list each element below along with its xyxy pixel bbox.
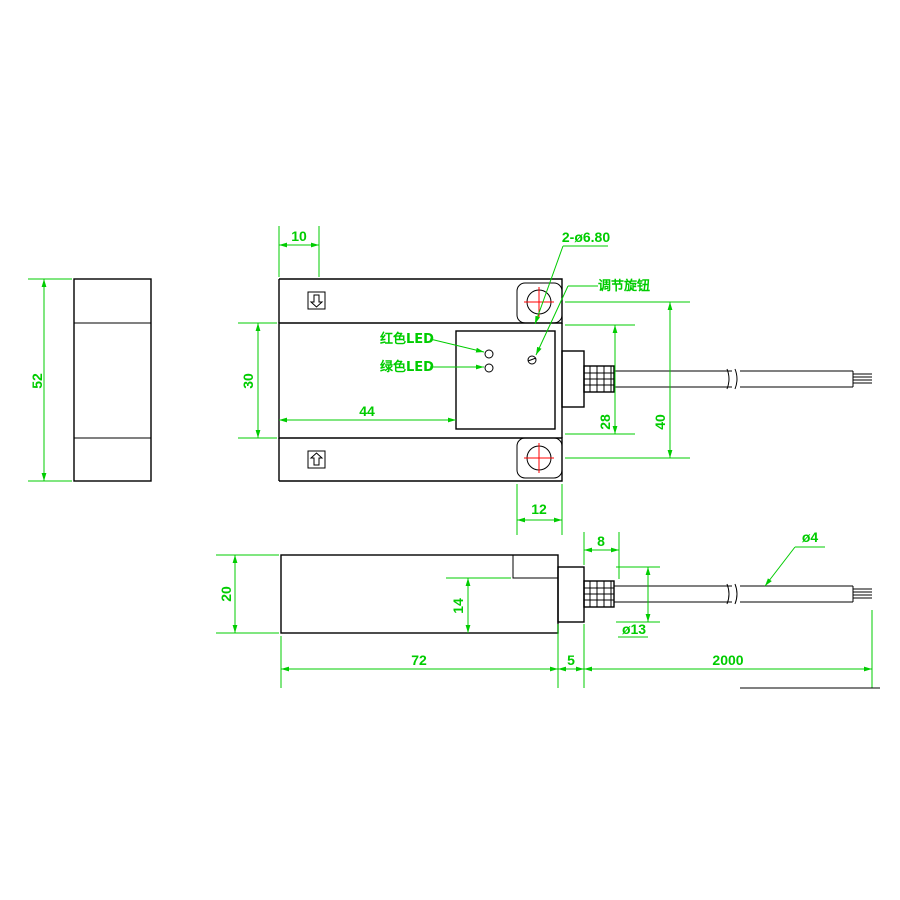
label-knob: 调节旋钮 (598, 278, 650, 294)
label-green-led: 绿色LED (380, 359, 434, 375)
dim-head-height: 28 (597, 414, 613, 430)
dim-length: 72 (411, 652, 427, 668)
side-view: 52 (28, 278, 152, 482)
arrow-down-icon (309, 294, 324, 308)
dim-height-side: 52 (29, 373, 45, 389)
bottom-view: 20 14 72 5 2000 8 ø13 ø4 (216, 529, 880, 689)
label-red-led: 红色LED (380, 331, 434, 347)
dim-hole-spacing: 40 (652, 414, 668, 430)
dim-connector-offset: 5 (567, 652, 575, 668)
dim-step: 14 (450, 598, 466, 614)
dim-slot-height: 30 (240, 373, 256, 389)
dim-gland-diameter: ø13 (622, 621, 646, 637)
dim-top-width: 10 (291, 228, 307, 244)
dim-gland-length: 8 (597, 533, 605, 549)
dim-slot-depth: 44 (359, 403, 375, 419)
dim-head-width: 12 (531, 501, 547, 517)
front-view: 10 30 44 12 28 40 2-ø6.80 调节旋钮 红色LE (238, 226, 872, 535)
dim-mount-hole: 2-ø6.80 (562, 229, 610, 245)
arrow-up-icon (309, 452, 324, 466)
dim-cable-diameter: ø4 (802, 529, 819, 545)
dim-cable-length: 2000 (712, 652, 743, 668)
dim-thickness: 20 (218, 586, 234, 602)
